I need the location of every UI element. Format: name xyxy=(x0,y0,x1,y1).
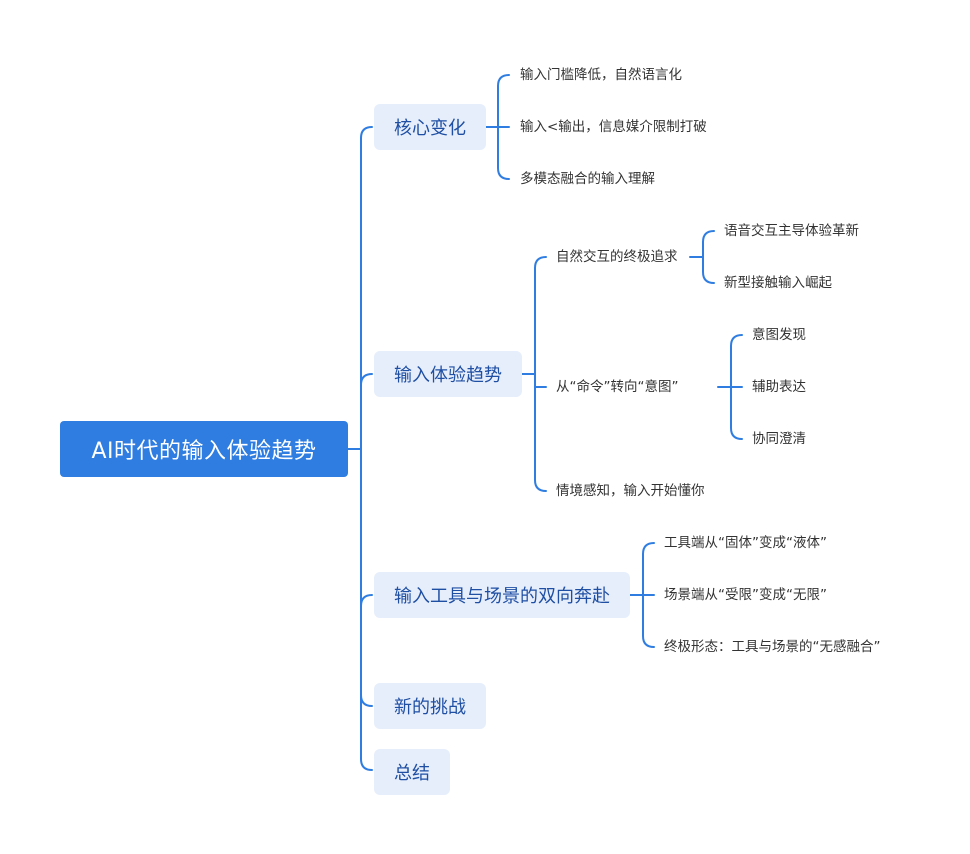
leaf-intent-discovery[interactable]: 意图发现 xyxy=(752,327,806,343)
connector-intent-children xyxy=(717,334,743,440)
root-topic[interactable]: AI时代的输入体验趋势 xyxy=(60,421,348,477)
branch-new-challenges[interactable]: 新的挑战 xyxy=(374,683,486,729)
connector-tools-children xyxy=(629,542,655,648)
connector-core-children xyxy=(485,74,510,180)
connector-natural-children xyxy=(689,230,715,284)
branch-core-changes[interactable]: 核心变化 xyxy=(374,104,486,150)
leaf-input-less-than-output[interactable]: 输入<输出，信息媒介限制打破 xyxy=(520,119,707,135)
leaf-multimodal[interactable]: 多模态融合的输入理解 xyxy=(520,171,655,187)
connector-root-trend xyxy=(360,373,373,386)
leaf-command-to-intent[interactable]: 从“命令”转向“意图” xyxy=(556,379,679,395)
leaf-touch-input[interactable]: 新型接触输入崛起 xyxy=(724,275,832,291)
leaf-ultimate-form[interactable]: 终极形态：工具与场景的“无感融合” xyxy=(664,639,881,655)
leaf-context-awareness[interactable]: 情境感知，输入开始懂你 xyxy=(556,483,705,499)
leaf-voice-interaction[interactable]: 语音交互主导体验革新 xyxy=(724,223,859,239)
leaf-scenario-side[interactable]: 场景端从“受限”变成“无限” xyxy=(664,587,827,603)
connector-root-challenge xyxy=(360,694,373,707)
leaf-tool-side[interactable]: 工具端从“固体”变成“液体” xyxy=(664,535,827,551)
branch-tools-and-scenarios[interactable]: 输入工具与场景的双向奔赴 xyxy=(374,572,630,618)
leaf-collaborative-clarification[interactable]: 协同澄清 xyxy=(752,431,806,447)
connector-root-tools xyxy=(360,594,373,607)
branch-experience-trends[interactable]: 输入体验趋势 xyxy=(374,351,522,397)
connector-root-summary xyxy=(360,758,373,771)
leaf-lower-threshold[interactable]: 输入门槛降低，自然语言化 xyxy=(520,67,682,83)
leaf-assisted-expression[interactable]: 辅助表达 xyxy=(752,379,806,395)
branch-summary[interactable]: 总结 xyxy=(374,749,450,795)
leaf-natural-interaction[interactable]: 自然交互的终极追求 xyxy=(556,249,678,265)
connector-root-core xyxy=(360,126,373,139)
connector-trend-children xyxy=(521,256,547,492)
connector-root-trunk xyxy=(347,137,362,760)
